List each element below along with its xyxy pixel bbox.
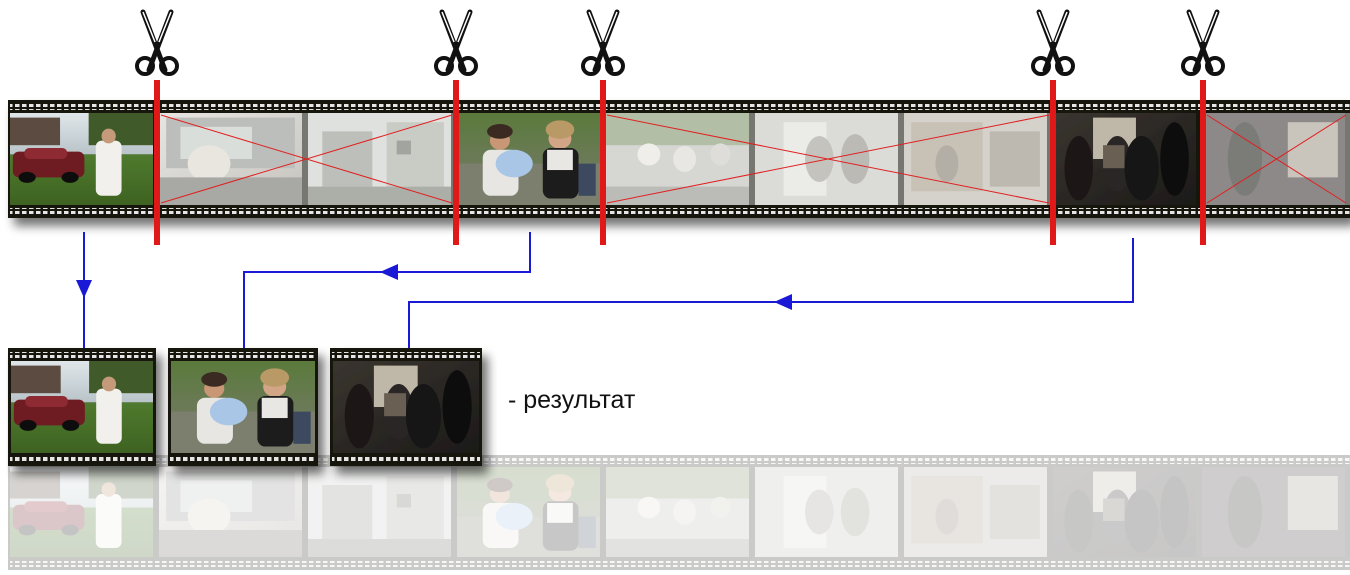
frame-photo-group-walking [606, 467, 749, 557]
reflection-frame [1202, 467, 1345, 557]
frame-photo-car-window [159, 467, 302, 557]
reflection-frame [755, 467, 898, 557]
reflection-frame [10, 467, 153, 557]
result-clip [168, 348, 318, 466]
connector-line [408, 238, 1134, 348]
frame-photo-church-interior-2 [1202, 467, 1345, 557]
scissors-icon [434, 9, 478, 76]
film-frame [1053, 113, 1196, 205]
result-clip [8, 348, 156, 466]
film-strip [8, 100, 1350, 218]
frame-photo-church-interior [1053, 113, 1196, 205]
frame-photo-couple-at-door [755, 467, 898, 557]
film-strip-reflection [8, 455, 1350, 570]
cut-line [600, 80, 606, 245]
discard-cross-line [1206, 114, 1347, 204]
reflection-frame [1053, 467, 1196, 557]
scissors-icon [1031, 9, 1075, 76]
result-clips [8, 348, 482, 466]
frame-photo-church-interior [1053, 467, 1196, 557]
frame-photo-two-women-bouquet [171, 361, 315, 453]
scissors-icon [135, 9, 179, 76]
frame-photo-two-women-bouquet [457, 467, 600, 557]
reflection-frame [159, 467, 302, 557]
scissors-icon [581, 9, 625, 76]
scissors-icon [1181, 9, 1225, 76]
frame-photo-street-houses [308, 467, 451, 557]
frame-photo-car-on-lawn [10, 467, 153, 557]
arrowhead-down [76, 280, 92, 298]
film-frame [457, 113, 600, 205]
cut-line [1200, 80, 1206, 245]
film-frame [159, 113, 302, 205]
connector-line [243, 232, 531, 348]
film-frame [308, 113, 451, 205]
frame-photo-building-entrance [904, 467, 1047, 557]
frame-photo-car-on-lawn [11, 361, 153, 453]
result-label: - результат [508, 386, 636, 414]
arrowhead-left [380, 264, 398, 280]
film-frame [10, 113, 153, 205]
frame-photo-two-women-bouquet [457, 113, 600, 205]
frame-photo-car-on-lawn [10, 113, 153, 205]
discard-cross-line [606, 114, 1050, 204]
reflection-frame [606, 467, 749, 557]
reflection-frame [308, 467, 451, 557]
frame-photo-street-houses [308, 113, 451, 205]
frame-photo-car-window [159, 113, 302, 205]
reflection-frame [904, 467, 1047, 557]
discard-crosses [160, 114, 1347, 204]
result-clip [330, 348, 482, 466]
film-frame [904, 113, 1047, 205]
connector-arrows [76, 232, 1134, 348]
frame-photo-church-interior-2 [1202, 113, 1345, 205]
reflection-frame [457, 467, 600, 557]
cut-line [453, 80, 459, 245]
cut-markers [135, 9, 1225, 245]
discard-cross-line [160, 114, 453, 204]
film-frame [1202, 113, 1345, 205]
arrowhead-left [774, 294, 792, 310]
frame-photo-church-interior [333, 361, 479, 453]
frame-photo-building-entrance [904, 113, 1047, 205]
cut-line [1050, 80, 1056, 245]
cut-line [154, 80, 160, 245]
